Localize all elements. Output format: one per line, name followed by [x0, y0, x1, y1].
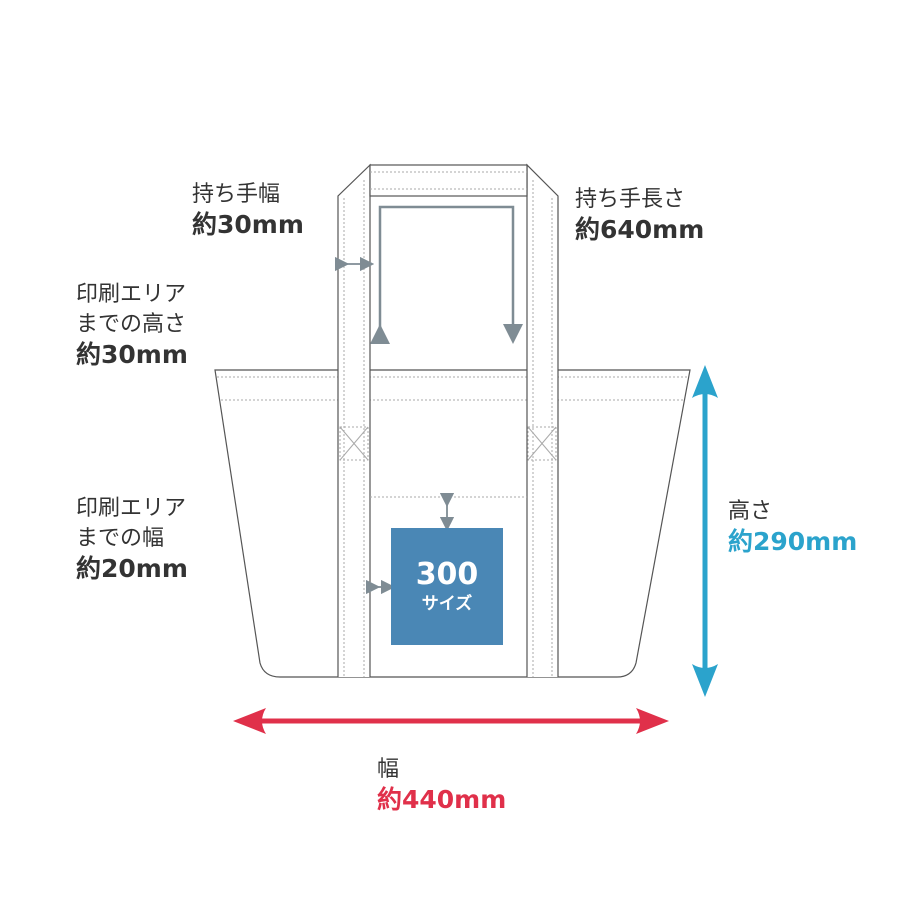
handle-right-cross — [527, 426, 557, 461]
handle-left-cross — [339, 426, 369, 461]
handle-top — [369, 164, 528, 197]
print-area — [391, 528, 503, 645]
width-label: 幅 約440mm — [377, 755, 506, 815]
height-title: 高さ — [728, 499, 773, 524]
handle-length-label: 持ち手長さ 約640mm — [575, 185, 704, 245]
handle-right — [526, 163, 559, 677]
print-area-label: 300 サイズ — [391, 528, 503, 645]
width-title: 幅 — [377, 757, 400, 782]
print-area-size: 300 — [415, 556, 479, 592]
print-height-line2: までの高さ — [76, 312, 187, 337]
handle-length-arrow — [370, 205, 523, 344]
handle-length-title: 持ち手長さ — [575, 187, 686, 212]
handle-width-value: 約30mm — [192, 210, 304, 239]
width-value: 約440mm — [377, 785, 507, 814]
print-height-line1: 印刷エリア — [76, 282, 187, 307]
handle-width-title: 持ち手幅 — [192, 182, 281, 207]
print-height-label: 印刷エリア までの高さ 約30mm — [76, 280, 188, 370]
print-height-value: 約30mm — [76, 340, 188, 369]
print-width-value: 約20mm — [76, 554, 188, 583]
height-arrow — [692, 365, 718, 697]
height-value: 約290mm — [728, 527, 858, 556]
handle-length-value: 約640mm — [575, 215, 705, 244]
print-area-caption: サイズ — [421, 593, 473, 614]
width-arrow — [233, 708, 669, 734]
handle-width-label: 持ち手幅 約30mm — [192, 180, 304, 240]
height-label: 高さ 約290mm — [728, 497, 857, 557]
handle-left — [337, 163, 371, 677]
print-width-line1: 印刷エリア — [76, 496, 187, 521]
print-width-line2: までの幅 — [76, 526, 165, 551]
print-width-label: 印刷エリア までの幅 約20mm — [76, 494, 188, 584]
